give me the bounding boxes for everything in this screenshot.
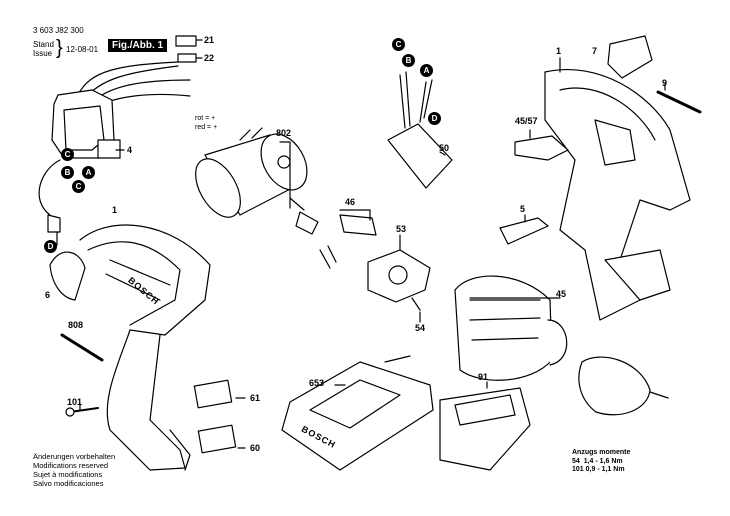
torque-part: 101 bbox=[572, 466, 584, 473]
modifications-notes: Änderungen vorbehalten Modifications res… bbox=[33, 452, 115, 488]
note-es: Salvo modificaciones bbox=[33, 479, 104, 488]
torque-table: Anzugs momente 54 1,4 - 1,6 Nm 101 0,9 -… bbox=[572, 449, 630, 475]
torque-value: 0,9 - 1,1 Nm bbox=[585, 466, 625, 473]
part-91: 91 bbox=[478, 372, 489, 382]
wire-note-red: red = + bbox=[195, 124, 218, 131]
note-de: Änderungen vorbehalten bbox=[33, 452, 116, 461]
issue-label: Issue bbox=[33, 49, 53, 58]
part-5: 5 bbox=[520, 204, 526, 214]
part-7: 7 bbox=[592, 46, 598, 56]
brace: } bbox=[56, 37, 63, 59]
connector-label: A bbox=[82, 166, 95, 179]
connector-label: B bbox=[402, 54, 415, 67]
part-46: 46 bbox=[345, 197, 356, 207]
torque-value: 1,4 - 1,6 Nm bbox=[583, 457, 623, 465]
connector-label: B bbox=[61, 166, 74, 179]
part-9: 9 bbox=[662, 78, 668, 88]
connector-label: C bbox=[61, 148, 74, 161]
stand-label: Stand bbox=[33, 40, 54, 49]
note-en: Modifications reserved bbox=[33, 461, 109, 470]
part-61: 61 bbox=[250, 393, 261, 403]
torque-title: Anzugs momente bbox=[572, 449, 631, 456]
figure-label: Fig./Abb. 1 bbox=[108, 39, 168, 52]
connector-label: A bbox=[420, 64, 433, 77]
part-1-right: 1 bbox=[556, 46, 562, 56]
part-808: 808 bbox=[68, 320, 84, 330]
part-6: 6 bbox=[45, 290, 51, 300]
wire-note-rot: rot = + bbox=[195, 115, 216, 122]
part-45-57: 45/57 bbox=[515, 116, 538, 126]
issue-date: 12-08-01 bbox=[66, 45, 99, 54]
part-21: 21 bbox=[204, 35, 215, 45]
part-4: 4 bbox=[127, 145, 133, 155]
part-101: 101 bbox=[67, 397, 83, 407]
connector-label: C bbox=[392, 38, 405, 51]
connector-label: D bbox=[44, 240, 57, 253]
part-22: 22 bbox=[204, 53, 215, 63]
note-fr: Sujet à modifications bbox=[33, 470, 103, 479]
part-1-left: 1 bbox=[112, 205, 118, 215]
part-653: 653 bbox=[309, 378, 325, 388]
part-802: 802 bbox=[276, 128, 292, 138]
connector-label: D bbox=[428, 112, 441, 125]
part-50: 50 bbox=[439, 143, 450, 153]
part-45: 45 bbox=[556, 289, 567, 299]
torque-part: 54 bbox=[572, 457, 580, 465]
part-54: 54 bbox=[415, 323, 426, 333]
part-number: 3 603 J82 300 bbox=[33, 26, 84, 35]
connector-label: C bbox=[72, 180, 85, 193]
part-60: 60 bbox=[250, 443, 261, 453]
part-53: 53 bbox=[396, 224, 407, 234]
